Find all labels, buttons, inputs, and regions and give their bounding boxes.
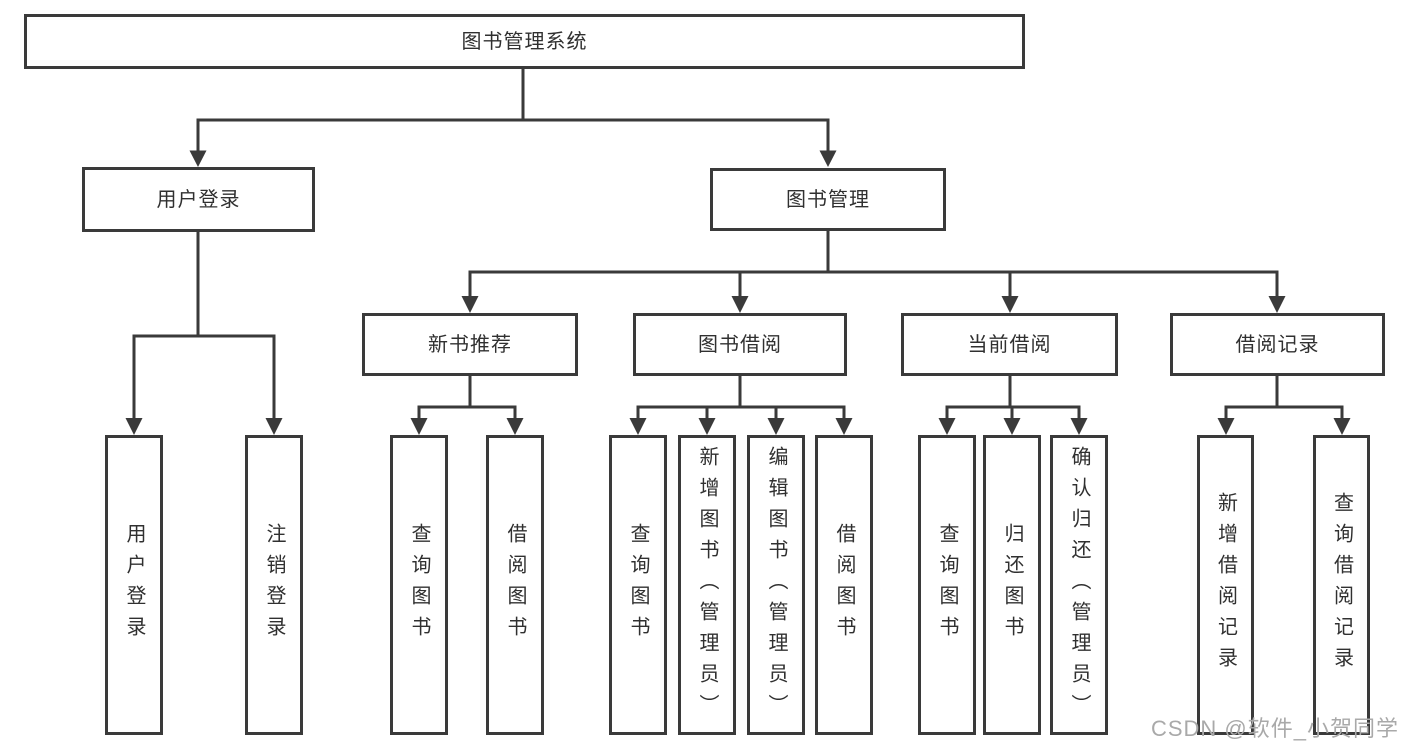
arrowhead-icon — [1070, 418, 1088, 435]
leaf-logout: 注销登录 — [245, 435, 303, 735]
connector-book-borrowing-branch — [629, 376, 853, 435]
node-book-management: 图书管理 — [710, 168, 946, 231]
connector-line — [468, 270, 1279, 299]
arrowhead-icon — [410, 418, 428, 435]
connector-line — [636, 405, 846, 421]
arrowhead-icon — [1001, 296, 1019, 313]
arrowhead-icon — [1003, 418, 1021, 435]
arrowhead-icon — [938, 418, 956, 435]
arrowhead-icon — [1333, 418, 1351, 435]
node-user-login: 用户登录 — [82, 167, 315, 232]
arrowhead-icon — [629, 418, 647, 435]
arrowhead-icon — [189, 150, 207, 167]
connector-new-book-recommendation-branch — [410, 376, 524, 435]
node-borrowing-records: 借阅记录 — [1170, 313, 1385, 376]
arrowhead-icon — [125, 418, 143, 435]
arrowhead-icon — [1217, 418, 1235, 435]
leaf-edit-book-admin: 编辑图书（管理员） — [747, 435, 805, 735]
leaf-confirm-return-admin: 确认归还（管理员） — [1050, 435, 1108, 735]
arrowhead-icon — [731, 296, 749, 313]
csdn-watermark: CSDN @软件_小贺同学 — [1150, 716, 1399, 741]
arrowhead-icon — [265, 418, 283, 435]
leaf-query-books-borrowing: 查询图书 — [609, 435, 667, 735]
leaf-query-books-recommendation: 查询图书 — [390, 435, 448, 735]
connector-borrowing-records-branch — [1217, 376, 1351, 435]
node-new-book-recommendation: 新书推荐 — [362, 313, 578, 376]
connector-line — [1224, 405, 1344, 421]
connector-line — [945, 405, 1081, 421]
leaf-borrow-books-recommendation: 借阅图书 — [486, 435, 544, 735]
leaf-borrow-books-borrowing: 借阅图书 — [815, 435, 873, 735]
connector-book-management-branch — [461, 231, 1286, 313]
arrowhead-icon — [819, 150, 837, 167]
connector-user-login-branch — [125, 232, 283, 435]
leaf-add-borrowing-record: 新增借阅记录 — [1197, 435, 1254, 735]
arrowhead-icon — [767, 418, 785, 435]
leaf-return-book: 归还图书 — [983, 435, 1041, 735]
leaf-user-login: 用户登录 — [105, 435, 163, 735]
node-book-borrowing: 图书借阅 — [633, 313, 847, 376]
leaf-add-book-admin: 新增图书（管理员） — [678, 435, 736, 735]
connector-line — [417, 405, 517, 421]
connector-line — [132, 334, 276, 421]
arrowhead-icon — [1268, 296, 1286, 313]
arrowhead-icon — [506, 418, 524, 435]
arrowhead-icon — [835, 418, 853, 435]
arrowhead-icon — [461, 296, 479, 313]
leaf-query-borrowing-record: 查询借阅记录 — [1313, 435, 1370, 735]
node-library-management-system: 图书管理系统 — [24, 14, 1025, 69]
node-current-borrowing: 当前借阅 — [901, 313, 1118, 376]
connector-root-branch — [189, 69, 837, 167]
leaf-query-books-current: 查询图书 — [918, 435, 976, 735]
connector-line — [196, 118, 830, 153]
arrowhead-icon — [698, 418, 716, 435]
connector-current-borrowing-branch — [938, 376, 1088, 435]
